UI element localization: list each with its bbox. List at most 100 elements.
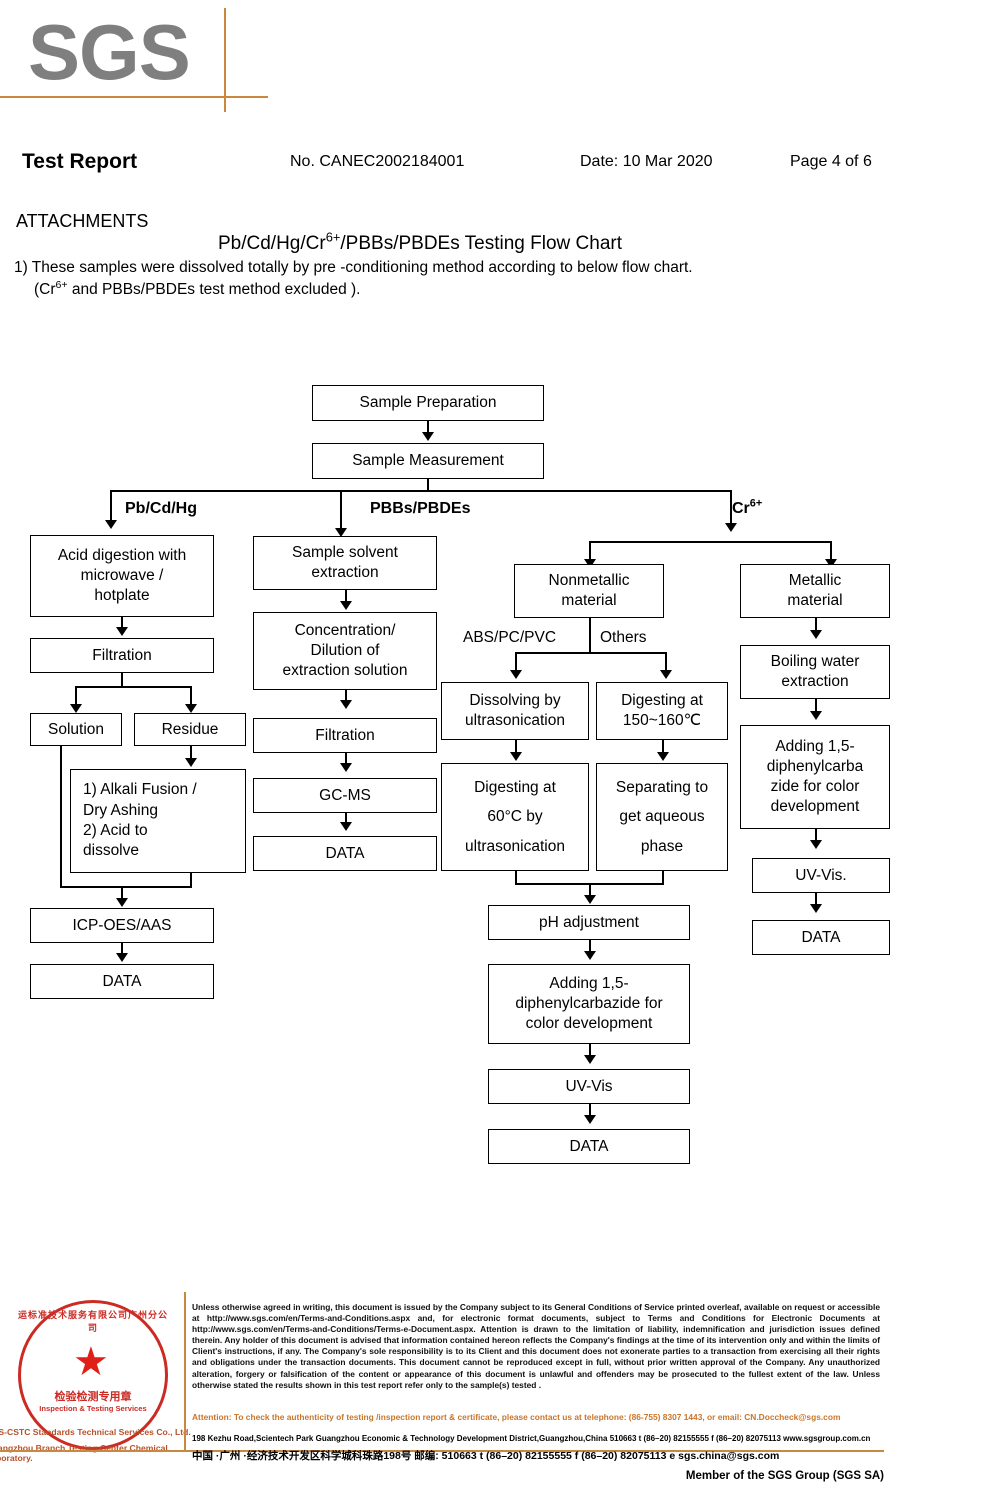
connector-uvvis-to-data-nonmetallic: [589, 1104, 591, 1117]
arrow-pbbs: [335, 528, 347, 537]
note-line-2: (Cr6+ and PBBs/PBDEs test method exclude…: [34, 280, 361, 299]
node-acid-digestion: Acid digestion with microwave / hotplate: [30, 535, 214, 617]
connector-solvent-to-concentration: [345, 590, 347, 603]
sgs-logo: SGS: [0, 8, 268, 112]
connector-digesting150-to-separating: [662, 740, 664, 754]
branch-label-pbbs-pbdes: PBBs/PBDEs: [370, 500, 471, 517]
arrow-filtration-to-gcms: [340, 763, 352, 772]
arrow-uvvis-to-data-metallic: [810, 904, 822, 913]
arrow-cr6: [725, 523, 737, 532]
arrow-icp-to-data: [116, 953, 128, 962]
branch-label-abs-pc-pvc: ABS/PC/PVC: [463, 629, 557, 646]
branch-label-cr6: Cr6+: [732, 497, 763, 518]
seal-ring: [18, 1300, 168, 1450]
seal-caption-line-2: Guangzhou Branch Testing Center Chemical…: [0, 1443, 168, 1463]
footer-vertical-rule: [184, 1292, 186, 1452]
report-date: Date: 10 Mar 2020: [580, 153, 713, 170]
connector-separating-down: [662, 871, 664, 885]
page-title: Test Report: [22, 150, 138, 173]
connector-to-metallic: [830, 541, 832, 561]
connector-solution-down: [60, 746, 62, 888]
node-uv-vis-metallic: UV-Vis.: [752, 858, 890, 893]
address-chinese: 中国 ·广州 ·经济技术开发区科学城科珠路198号 邮编: 510663 t (…: [192, 1450, 780, 1462]
sgs-logo-text: SGS: [28, 8, 191, 96]
seal-english-text: Inspection & Testing Services: [39, 1404, 147, 1413]
branch-label-pb-cd-hg: Pb/Cd/Hg: [125, 500, 197, 517]
arrow-to-solution: [70, 704, 82, 713]
node-filtration-left: Filtration: [30, 638, 214, 673]
node-nonmetallic-material: Nonmetallic material: [514, 564, 664, 618]
arrow-to-nonmetallic: [584, 559, 596, 568]
connector-nonmetallic-down: [589, 618, 591, 653]
flowchart-title-pre: Pb/Cd/Hg/Cr: [217, 233, 326, 254]
connector-digesting60-down: [515, 871, 517, 885]
connector-to-dissolving: [515, 652, 517, 672]
connector-nonmetallic-split-bus: [515, 652, 667, 654]
connector-icp-to-data: [121, 943, 123, 955]
connector-to-solution: [75, 686, 77, 706]
node-gc-ms: GC-MS: [253, 778, 437, 813]
note-line-1: 1) These samples were dissolved totally …: [14, 259, 693, 276]
arrow-metallic-to-boiling: [810, 630, 822, 639]
flowchart-title-post: /PBBs/PBDEs Testing Flow Chart: [340, 233, 622, 254]
connector-split-bus: [110, 490, 730, 492]
connector-acid-to-filtration: [121, 617, 123, 629]
node-alkali-fusion: 1) Alkali Fusion / Dry Ashing 2) Acid to…: [70, 769, 246, 873]
connector-merge-to-ph: [589, 883, 591, 897]
report-header: Test Report No. CANEC2002184001 Date: 10…: [22, 150, 978, 180]
arrow-to-metallic: [825, 559, 837, 568]
note-2-pre: (Cr: [34, 281, 56, 298]
star-icon: ★: [73, 1340, 109, 1384]
node-uv-vis-nonmetallic: UV-Vis: [488, 1069, 690, 1104]
node-adding-dpc-metallic: Adding 1,5- diphenylcarba zide for color…: [740, 725, 890, 829]
connector-to-nonmetallic: [589, 541, 591, 561]
node-digesting-150-160: Digesting at 150~160℃: [596, 682, 728, 740]
connector-to-residue: [190, 686, 192, 706]
connector-cr6-split-bus: [589, 541, 831, 543]
connector-gcms-to-data: [345, 813, 347, 824]
seal-chinese-text: 检验检测专用章: [54, 1391, 132, 1403]
node-data-left: DATA: [30, 964, 214, 999]
arrow-concentration-to-filtration: [340, 700, 352, 709]
arrow-to-residue: [185, 704, 197, 713]
node-sample-preparation: Sample Preparation: [312, 385, 544, 421]
node-data-nonmetallic: DATA: [488, 1129, 690, 1164]
connector-merge-to-icp: [121, 886, 123, 900]
cr6-label-superscript: 6+: [749, 497, 763, 510]
arrow-boiling-to-dpc: [810, 711, 822, 720]
arrow-dissolving-to-digesting60: [510, 752, 522, 761]
node-concentration-dilution: Concentration/ Dilution of extraction so…: [253, 612, 437, 690]
connector-ph-to-dpc: [589, 940, 591, 953]
inspection-seal-stamp: 运标准技术服务有限公司广州分公司 ★ 检验检测专用章 Inspection & …: [18, 1300, 168, 1450]
arrow-dpc-to-uvvis-metallic: [810, 840, 822, 849]
arrow-merge-to-ph: [584, 895, 596, 904]
connector-metallic-to-boiling: [815, 618, 817, 632]
connector-filtration-down: [121, 673, 123, 687]
arrow-uvvis-to-data-nonmetallic: [584, 1115, 596, 1124]
arrow-digesting150-to-separating: [657, 752, 669, 761]
arrow-acid-to-filtration: [116, 627, 128, 636]
node-digesting-60-ultrasonication: Digesting at 60°C by ultrasonication: [441, 763, 589, 871]
arrow-residue-to-alkali: [185, 758, 197, 767]
node-separating-aqueous: Separating to get aqueous phase: [596, 763, 728, 871]
arrow-prep-to-measure: [422, 432, 434, 441]
legal-terms-text: Unless otherwise agreed in writing, this…: [192, 1302, 880, 1390]
arrow-pbcdhg: [105, 520, 117, 529]
connector-pbcdhg-drop: [110, 490, 112, 522]
arrow-to-digesting150: [660, 670, 672, 679]
connector-measure-down: [427, 479, 429, 491]
seal-arc-text: 运标准技术服务有限公司广州分公司: [18, 1310, 169, 1333]
connector-uvvis-to-data-metallic: [815, 893, 817, 906]
connector-to-digesting150: [665, 652, 667, 672]
page-indicator: Page 4 of 6: [790, 153, 872, 170]
logo-vertical-rule: [224, 8, 226, 112]
note-2-post: and PBBs/PBDEs test method excluded ).: [67, 281, 361, 298]
attachments-heading: ATTACHMENTS: [16, 211, 149, 231]
connector-residue-to-alkali: [190, 746, 192, 760]
arrow-dpc-to-uvvis: [584, 1055, 596, 1064]
node-data-metallic: DATA: [752, 920, 890, 955]
node-icp-oes-aas: ICP-OES/AAS: [30, 908, 214, 943]
member-statement: Member of the SGS Group (SGS SA): [685, 1470, 884, 1482]
connector-dpc-to-uvvis: [589, 1044, 591, 1057]
